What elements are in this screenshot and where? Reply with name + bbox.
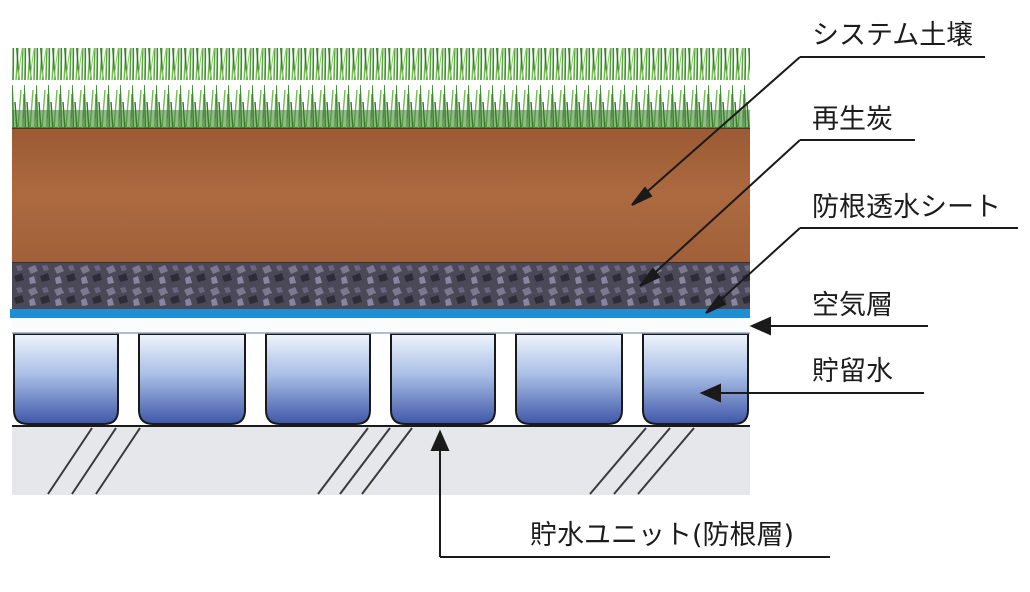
stored-water-cells bbox=[13, 333, 749, 425]
ground-hatch bbox=[47, 427, 695, 495]
recycled-charcoal-layer bbox=[12, 262, 750, 309]
label-root-barrier-sheet: 防根透水シート bbox=[812, 192, 1001, 223]
label-air-layer: 空気層 bbox=[812, 290, 893, 321]
label-recycled-charcoal: 再生炭 bbox=[812, 104, 893, 135]
system-soil-layer bbox=[12, 128, 750, 262]
air-layer bbox=[12, 318, 750, 333]
label-storage-unit: 貯水ユニット(防根層) bbox=[530, 520, 794, 551]
leader-lines bbox=[430, 56, 1018, 558]
label-system-soil: システム土壌 bbox=[812, 20, 973, 51]
label-stored-water: 貯留水 bbox=[812, 356, 893, 387]
storage-unit-body bbox=[12, 318, 750, 426]
root-barrier-sheet bbox=[10, 309, 750, 318]
